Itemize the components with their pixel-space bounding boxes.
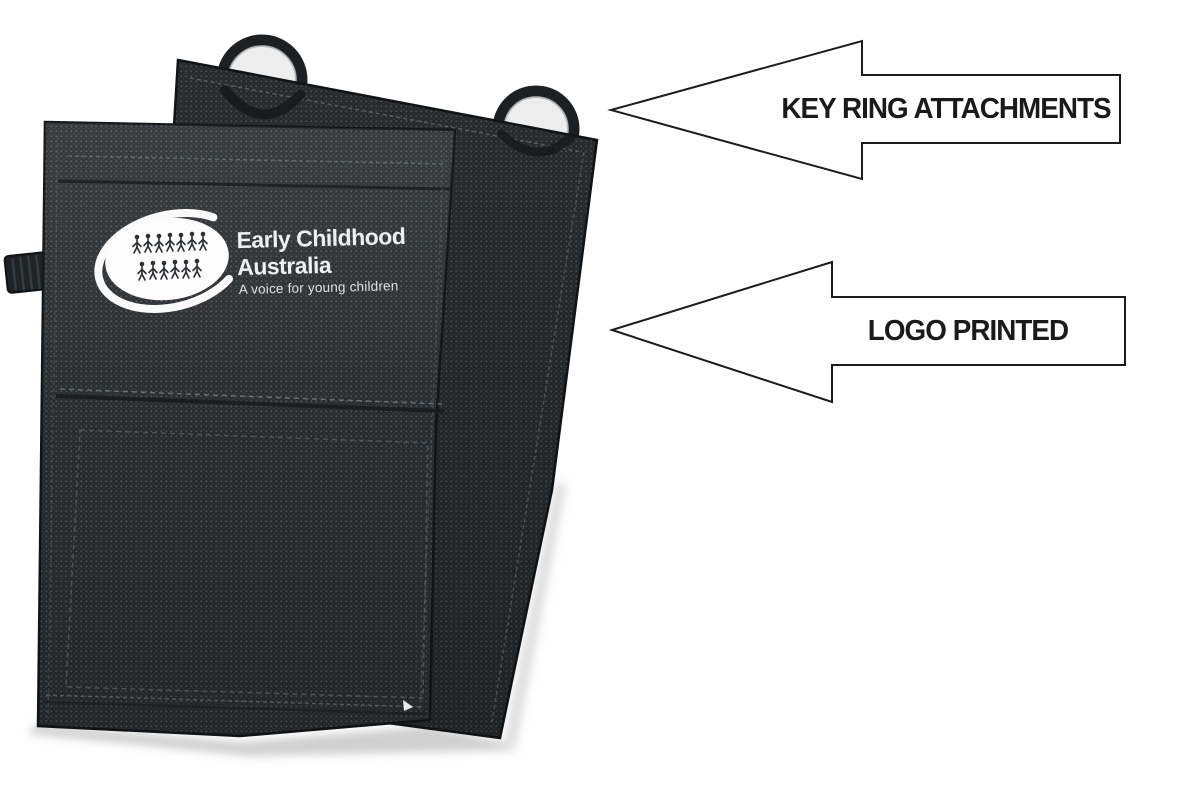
key-ring-right-lower-arc [497, 129, 575, 157]
pouch-shadow [28, 480, 566, 756]
callout-label-logo-printed: LOGO PRINTED [867, 314, 1069, 347]
front-pouch [36, 120, 457, 738]
logo-tagline: A voice for young children [239, 278, 399, 297]
pocket-stitch [65, 429, 429, 699]
callout-label-key-ring: KEY RING ATTACHMENTS [781, 92, 1111, 125]
flap-fold [57, 179, 451, 191]
key-ring-callout-arrow [607, 39, 1121, 181]
logo-callout-arrow [608, 260, 1126, 404]
key-ring-left-lower-arc [220, 85, 305, 120]
photo-artifact-mark [403, 700, 413, 711]
eca-logo: Early Childhood Australia A voice for yo… [94, 208, 406, 314]
logo-org-line1: Early Childhood [236, 223, 405, 253]
logo-swoosh [94, 208, 246, 314]
callout-arrows [607, 39, 1126, 404]
side-tab [3, 250, 55, 294]
logo-org-line2: Australia [237, 252, 332, 280]
mid-seam [55, 394, 445, 413]
flap-stitch [67, 155, 447, 165]
